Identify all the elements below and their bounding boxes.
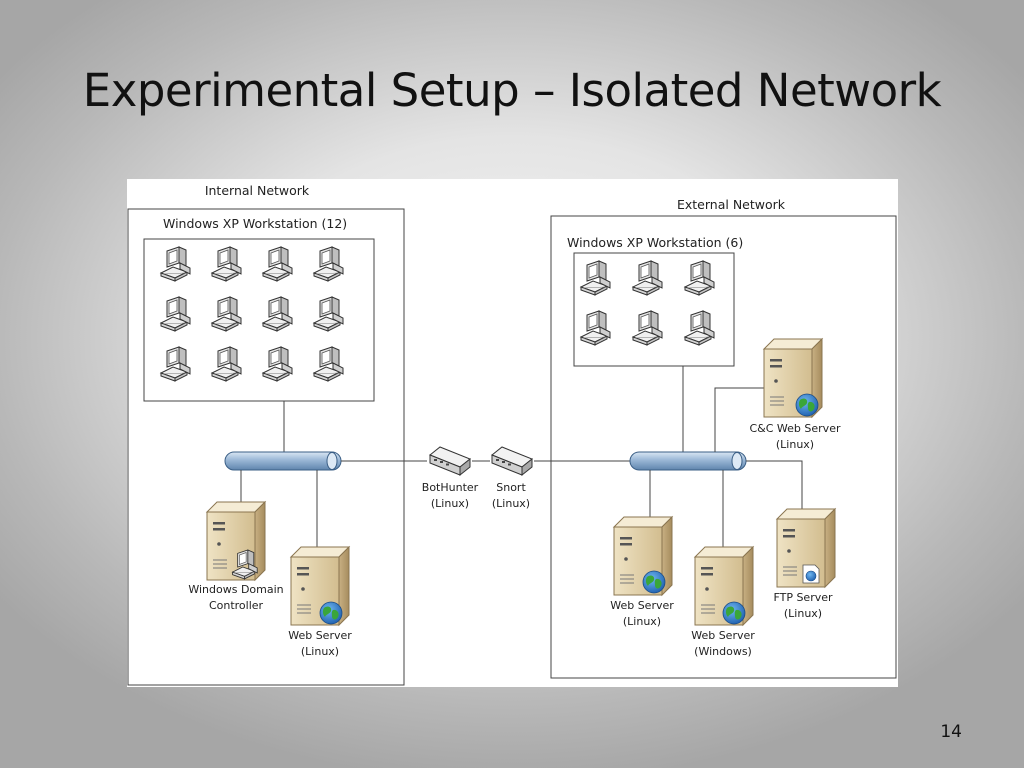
external-web-windows-label-line1: Web Server xyxy=(691,629,755,642)
workstation-icon xyxy=(160,346,191,382)
workstation-icon xyxy=(632,310,663,346)
domain-controller-server-icon xyxy=(206,501,266,581)
internal-web-server-label-line2: (Linux) xyxy=(301,645,339,658)
cc-server-link xyxy=(714,387,765,452)
workstation-icon xyxy=(262,246,293,282)
cc-server-label-line2: (Linux) xyxy=(776,438,814,451)
internal-workstation-group-label: Windows XP Workstation (12) xyxy=(163,216,347,231)
external-workstation-group-box xyxy=(573,252,735,367)
network-diagram: Internal Network Windows XP Workstation … xyxy=(127,179,898,687)
bothunter-label-line2: (Linux) xyxy=(431,497,469,510)
external-web-windows-icon xyxy=(694,546,754,626)
snort-label-line1: Snort xyxy=(496,481,526,494)
domain-controller-label-line1: Windows Domain xyxy=(188,583,283,596)
bothunter-device-icon xyxy=(429,446,471,476)
workstation-icon xyxy=(262,296,293,332)
workstation-icon xyxy=(160,246,191,282)
internal-network: Internal Network Windows XP Workstation … xyxy=(127,183,405,686)
workstation-icon xyxy=(580,260,611,296)
ftp-server-link xyxy=(746,460,803,509)
external-network-boundary xyxy=(550,215,897,679)
workstation-icon xyxy=(313,346,344,382)
ftp-server-label-line1: FTP Server xyxy=(773,591,833,604)
external-web-linux-icon xyxy=(613,516,673,596)
workstation-icon xyxy=(580,310,611,346)
domain-controller-label-line2: Controller xyxy=(209,599,264,612)
cc-server-label-line1: C&C Web Server xyxy=(750,422,841,435)
workstation-icon xyxy=(160,296,191,332)
internal-workstation-group-box xyxy=(143,238,375,402)
workstation-icon xyxy=(211,246,242,282)
external-network-bus xyxy=(629,451,747,471)
workstation-icon xyxy=(313,296,344,332)
external-workstation-group-label: Windows XP Workstation (6) xyxy=(567,235,743,250)
ftp-server-icon xyxy=(776,508,836,588)
internal-web-server-label-line1: Web Server xyxy=(288,629,352,642)
snort-device-icon xyxy=(491,446,533,476)
ftp-server-label-line2: (Linux) xyxy=(784,607,822,620)
internal-network-boundary xyxy=(127,208,405,686)
cc-server-icon xyxy=(763,338,823,418)
external-network: External Network Windows XP Workstation … xyxy=(550,197,897,679)
workstation-icon xyxy=(211,296,242,332)
bothunter-label-line1: BotHunter xyxy=(422,481,479,494)
workstation-icon xyxy=(684,260,715,296)
external-workstations xyxy=(580,260,715,346)
snort-label-line2: (Linux) xyxy=(492,497,530,510)
workstation-icon xyxy=(262,346,293,382)
internal-web-server-icon xyxy=(290,546,350,626)
slide-title: Experimental Setup – Isolated Network xyxy=(82,64,942,117)
internal-network-bus xyxy=(224,451,342,471)
network-diagram-canvas: Internal Network Windows XP Workstation … xyxy=(127,183,897,686)
workstation-icon xyxy=(632,260,663,296)
workstation-icon xyxy=(684,310,715,346)
external-web-linux-label-line2: (Linux) xyxy=(623,615,661,628)
external-network-label: External Network xyxy=(677,197,786,212)
external-web-windows-label-line2: (Windows) xyxy=(694,645,752,658)
workstation-icon xyxy=(211,346,242,382)
page-number: 14 xyxy=(940,722,962,742)
external-web-linux-label-line1: Web Server xyxy=(610,599,674,612)
internal-network-label: Internal Network xyxy=(205,183,310,198)
internal-workstations xyxy=(160,246,344,382)
workstation-icon xyxy=(313,246,344,282)
